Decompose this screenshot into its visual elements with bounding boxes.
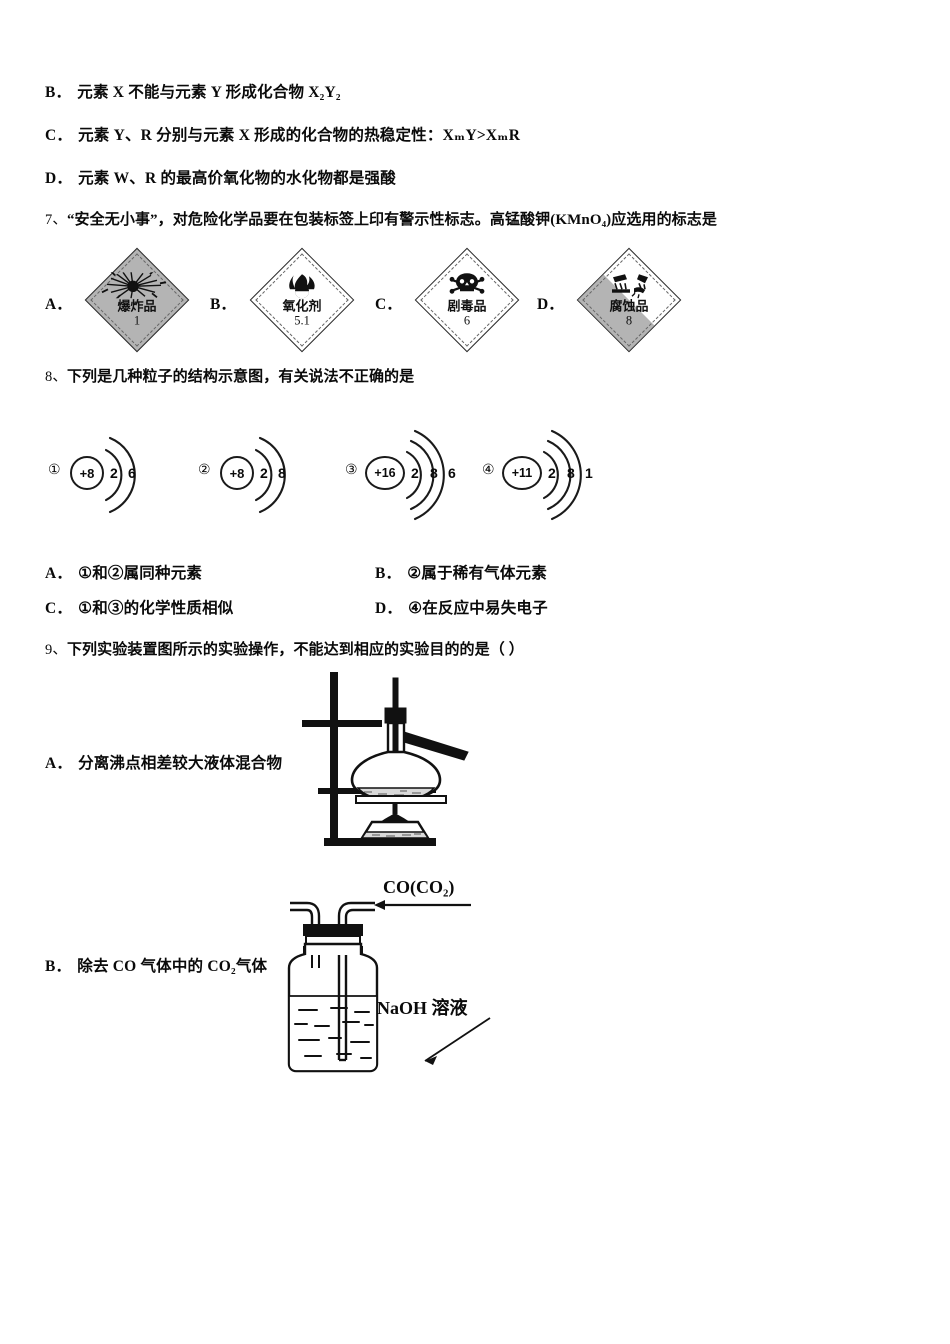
q7-option-d[interactable]: D． 腐蚀品 8 — [537, 247, 737, 358]
oxidizer-hazard-icon: 氧化剂 5.1 — [249, 247, 355, 353]
nucleus-charge: +8 — [70, 456, 104, 490]
gas-washing-bottle-figure — [287, 900, 491, 1073]
question-9-text: 下列实验装置图所示的实验操作，不能达到相应的实验目的的是（ ） — [66, 642, 524, 658]
particle-index: ④ — [482, 463, 495, 478]
q9-option-b[interactable]: B． 除去 CO 气体中的 CO₂气体 — [45, 958, 267, 977]
electron-shell-arcs — [542, 429, 582, 521]
question-7-text: “安全无小事”，对危险化学品要在包装标签上印有警示性标志。高锰酸钾(KMnO₄)… — [66, 212, 717, 228]
nucleus-charge: +16 — [365, 456, 405, 490]
option-label: D． — [537, 296, 564, 313]
option-label: C． — [45, 600, 73, 617]
gas-flow-arrow-icon — [374, 900, 385, 910]
question-8-number: 8、 — [45, 369, 67, 385]
question-7-stem: 7、“安全无小事”，对危险化学品要在包装标签上印有警示性标志。高锰酸钾(KMnO… — [45, 208, 717, 229]
nucleus-charge: +11 — [502, 456, 542, 490]
option-text: 除去 CO 气体中的 CO₂气体 — [77, 958, 268, 975]
q9-option-a[interactable]: A． 分离沸点相差较大液体混合物 — [45, 755, 282, 774]
particle-diagram-3: ③ +16 2 8 6 — [345, 420, 495, 530]
option-text: ②属于稀有气体元素 — [407, 565, 547, 582]
option-text: 分离沸点相差较大液体混合物 — [78, 755, 283, 772]
toxic-skull-hazard-icon: 剧毒品 6 — [414, 247, 520, 353]
q8-option-d[interactable]: D． ④在反应中易失电子 — [375, 600, 548, 619]
shell-electron-count: 1 — [585, 465, 593, 481]
particle-index: ① — [48, 463, 61, 478]
q8-option-b[interactable]: B． ②属于稀有气体元素 — [375, 565, 547, 584]
option-label: A． — [45, 565, 73, 582]
option-label: B． — [375, 565, 402, 582]
explosive-hazard-icon: 爆炸品 1 — [84, 247, 190, 353]
shell-electron-count: 6 — [448, 465, 456, 481]
electron-shell-arcs — [405, 429, 445, 521]
particle-diagram-1: ① +8 2 6 — [48, 420, 198, 530]
naoh-solution-liquid — [288, 995, 378, 1072]
option-label: A． — [45, 296, 72, 313]
option-text: ①和③的化学性质相似 — [78, 600, 234, 617]
shell-electron-count: 8 — [567, 465, 575, 481]
distillation-apparatus-figure — [302, 672, 469, 846]
option-label: B． — [45, 84, 72, 101]
shell-electron-count: 8 — [430, 465, 438, 481]
question-7-number: 7、 — [45, 212, 67, 228]
reagent-label: NaOH 溶液 — [377, 998, 468, 1018]
electron-shell-arcs — [254, 436, 286, 514]
corrosive-hazard-icon: 腐蚀品 8 — [576, 247, 682, 353]
carryover-option-c: C． 元素 Y、R 分别与元素 X 形成的化合物的热稳定性：XₘY>XₘR — [45, 127, 520, 146]
label-leader-line — [424, 1017, 491, 1062]
option-label: D． — [375, 600, 403, 617]
option-label: D． — [45, 170, 73, 187]
nucleus-charge: +8 — [220, 456, 254, 490]
carryover-option-b: B． 元素 X 不能与元素 Y 形成化合物 X₂Y₂ — [45, 84, 341, 103]
option-label: A． — [45, 755, 73, 772]
question-8-stem: 8、下列是几种粒子的结构示意图，有关说法不正确的是 — [45, 365, 414, 386]
rubber-stopper — [303, 924, 363, 936]
electron-shell-arcs — [104, 436, 136, 514]
option-label: B． — [45, 958, 72, 975]
shell-electron-count: 2 — [260, 465, 268, 481]
option-label: B． — [210, 296, 236, 313]
q8-option-a[interactable]: A． ①和②属同种元素 — [45, 565, 202, 584]
particle-index: ② — [198, 463, 211, 478]
option-text: 元素 Y、R 分别与元素 X 形成的化合物的热稳定性：XₘY>XₘR — [78, 127, 521, 144]
distillation-apparatus — [300, 670, 530, 865]
shell-electron-count: 6 — [128, 465, 136, 481]
particle-index: ③ — [345, 463, 358, 478]
option-text: ①和②属同种元素 — [78, 565, 203, 582]
option-text: 元素 X 不能与元素 Y 形成化合物 X₂Y₂ — [77, 84, 341, 101]
option-label: C． — [375, 296, 402, 313]
shell-electron-count: 8 — [278, 465, 286, 481]
shell-electron-count: 2 — [110, 465, 118, 481]
question-9-number: 9、 — [45, 642, 67, 658]
shell-electron-count: 2 — [548, 465, 556, 481]
particle-diagram-2: ② +8 2 8 — [198, 420, 348, 530]
shell-electron-count: 2 — [411, 465, 419, 481]
particle-diagram-4: ④ +11 2 8 1 — [482, 420, 632, 530]
question-8-text: 下列是几种粒子的结构示意图，有关说法不正确的是 — [66, 369, 415, 385]
option-text: 元素 W、R 的最高价氧化物的水化物都是强酸 — [78, 170, 396, 187]
gas-washing-bottle-apparatus — [275, 868, 525, 1083]
option-label: C． — [45, 127, 73, 144]
gas-inlet-label: CO(CO₂) — [383, 877, 455, 897]
q8-option-c[interactable]: C． ①和③的化学性质相似 — [45, 600, 234, 619]
carryover-option-d: D． 元素 W、R 的最高价氧化物的水化物都是强酸 — [45, 170, 396, 189]
question-9-stem: 9、下列实验装置图所示的实验操作，不能达到相应的实验目的的是（ ） — [45, 638, 524, 659]
option-text: ④在反应中易失电子 — [408, 600, 548, 617]
